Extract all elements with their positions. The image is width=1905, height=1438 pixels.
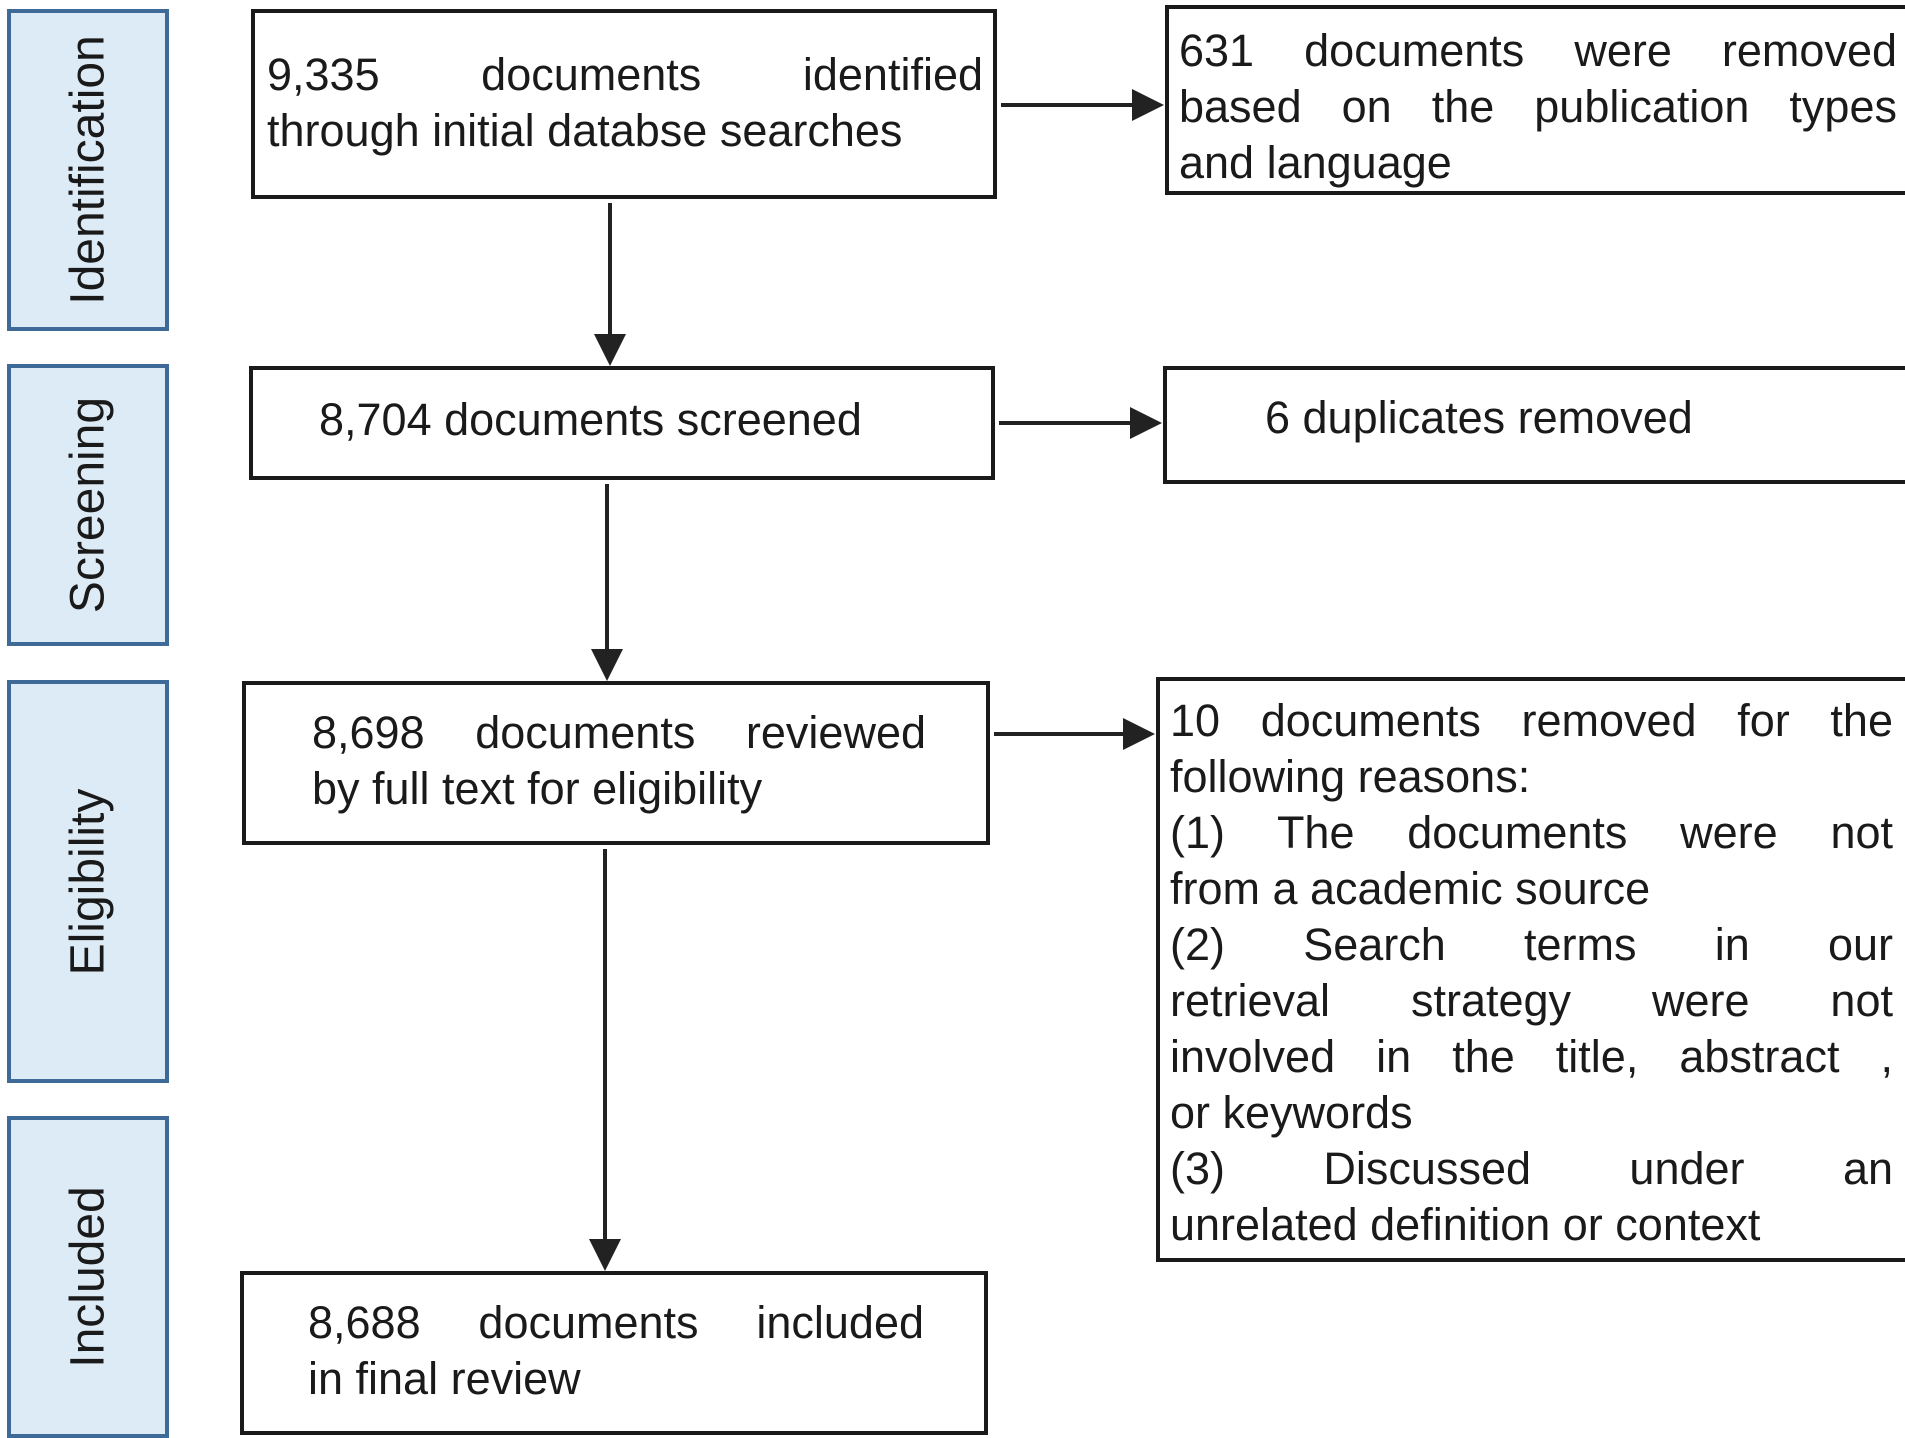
reviewed-line-2: by full text for eligibility (312, 763, 763, 814)
reasons-line-3: (1) The documents were not (1170, 807, 1893, 858)
included-box: 8,688 documents included in final review (240, 1271, 988, 1435)
reasons-line-1: 10 documents removed for the (1170, 695, 1893, 746)
stage-included: Included (7, 1116, 169, 1438)
identified-box: 9,335 documents identified through initi… (251, 9, 997, 199)
publication-line-2: based on the publication types (1179, 81, 1897, 132)
included-line-1: 8,688 documents included (308, 1297, 924, 1348)
reasons-line-9: (3) Discussed under an (1170, 1143, 1893, 1194)
publication-line-3: and language (1179, 137, 1452, 188)
stage-screening: Screening (7, 364, 169, 646)
reasons-line-8: or keywords (1170, 1087, 1413, 1138)
reviewed-line-1: 8,698 documents reviewed (312, 707, 926, 758)
reasons-line-7: involved in the title, abstract , (1170, 1031, 1893, 1082)
included-line-2: in final review (308, 1353, 581, 1404)
stage-eligibility: Eligibility (7, 680, 169, 1083)
stage-identification: Identification (7, 9, 169, 331)
duplicates-removed-box: 6 duplicates removed (1163, 366, 1905, 484)
screened-box: 8,704 documents screened (249, 366, 995, 480)
reasons-removed-box: 10 documents removed for the following r… (1156, 677, 1905, 1262)
screened-line-1: 8,704 documents screened (319, 394, 862, 445)
duplicates-line-1: 6 duplicates removed (1265, 392, 1693, 443)
publication-removed-box: 631 documents were removed based on the … (1165, 5, 1905, 195)
identified-line-1: 9,335 documents identified (267, 49, 983, 100)
reasons-line-4: from a academic source (1170, 863, 1651, 914)
reasons-line-6: retrieval strategy were not (1170, 975, 1893, 1026)
reasons-line-5: (2) Search terms in our (1170, 919, 1893, 970)
reviewed-box: 8,698 documents reviewed by full text fo… (242, 681, 990, 845)
reasons-line-10: unrelated definition or context (1170, 1199, 1761, 1250)
reasons-line-2: following reasons: (1170, 751, 1531, 802)
publication-line-1: 631 documents were removed (1179, 25, 1897, 76)
identified-line-2: through initial databse searches (267, 105, 903, 156)
